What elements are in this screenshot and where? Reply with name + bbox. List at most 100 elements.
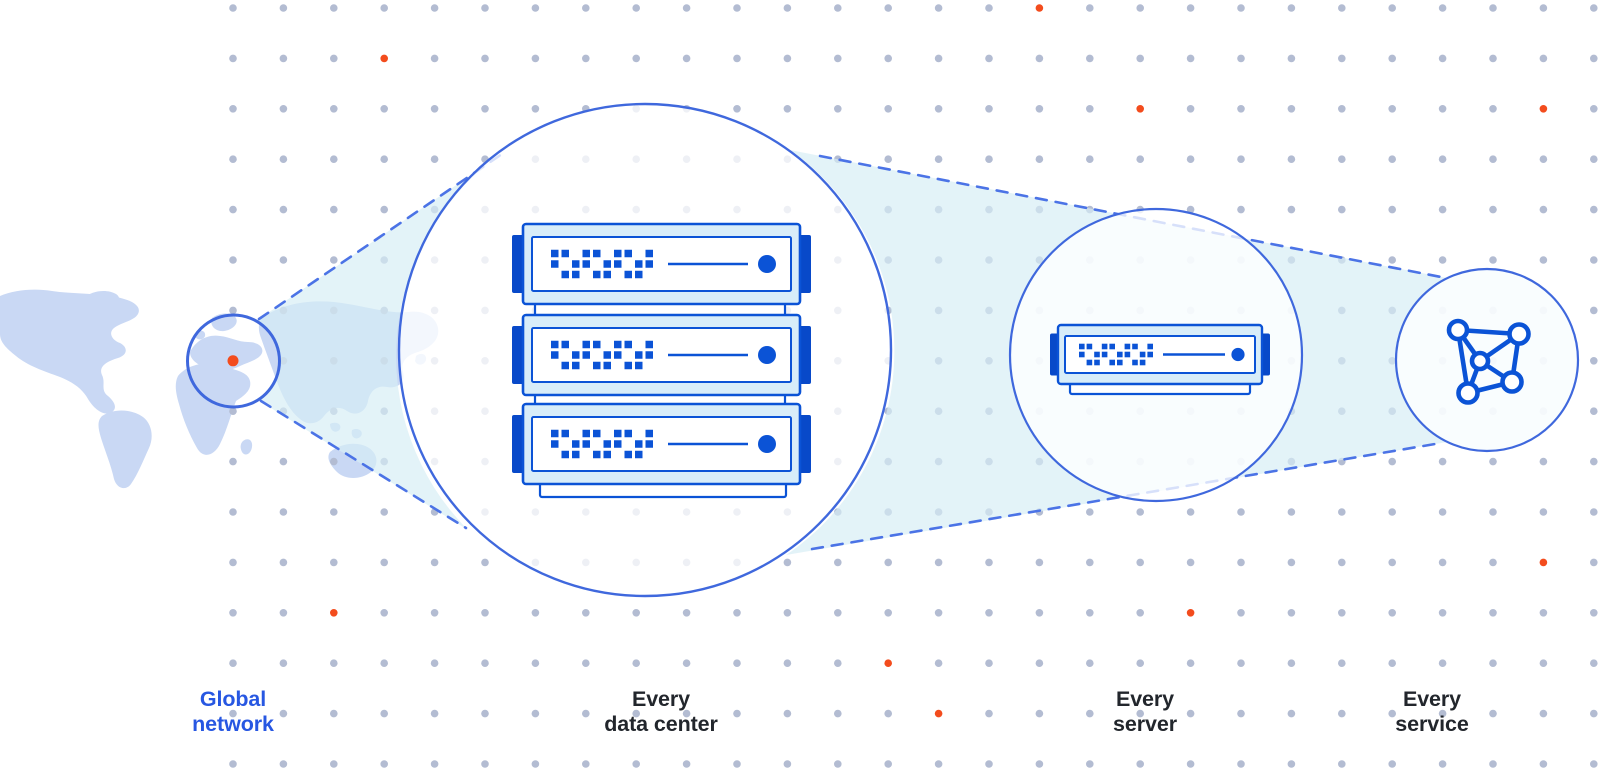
dither-pixel bbox=[635, 361, 643, 370]
grid-dot bbox=[380, 508, 389, 516]
dither-pixel bbox=[1086, 359, 1093, 366]
grid-dot bbox=[884, 105, 892, 113]
grid-dot bbox=[430, 155, 439, 163]
grid-dot bbox=[1237, 659, 1245, 667]
grid-dot bbox=[1438, 155, 1447, 163]
grid-dot bbox=[582, 760, 590, 768]
grid-dot bbox=[481, 558, 489, 567]
grid-dot bbox=[1438, 508, 1447, 516]
dither-pixel bbox=[582, 260, 590, 268]
dither-pixel bbox=[1094, 351, 1100, 358]
dither-pixel bbox=[614, 249, 622, 258]
network-node bbox=[1500, 370, 1524, 394]
grid-dot bbox=[1489, 4, 1497, 12]
grid-dot bbox=[1438, 205, 1447, 214]
grid-dot bbox=[1438, 105, 1447, 113]
grid-dot bbox=[985, 54, 993, 63]
grid-dot bbox=[884, 558, 892, 567]
grid-dot bbox=[279, 709, 288, 718]
grid-dot bbox=[733, 760, 741, 768]
grid-dot bbox=[229, 709, 237, 718]
grid-dot bbox=[1489, 508, 1497, 516]
dither-pixel bbox=[1147, 343, 1153, 350]
grid-dot bbox=[682, 709, 691, 718]
dashed-beam-top-left bbox=[257, 150, 507, 321]
server-power-dot bbox=[1231, 347, 1245, 362]
grid-dot bbox=[1136, 558, 1144, 567]
grid-dot bbox=[783, 659, 792, 667]
grid-dot bbox=[531, 709, 540, 718]
dither-pixel bbox=[603, 450, 611, 459]
grid-dot bbox=[1438, 709, 1447, 718]
grid-dot bbox=[1338, 54, 1346, 63]
dither-pixel bbox=[1117, 351, 1123, 358]
grid-dot bbox=[1237, 155, 1245, 163]
dither-pixel bbox=[551, 249, 559, 258]
dither-pixel bbox=[593, 270, 601, 279]
grid-dot bbox=[380, 558, 389, 567]
grid-dot bbox=[1136, 760, 1144, 768]
grid-dot bbox=[1086, 760, 1094, 768]
grid-dot bbox=[1438, 457, 1447, 466]
grid-dot bbox=[531, 4, 540, 12]
grid-dot bbox=[582, 609, 590, 617]
grid-dot bbox=[1590, 558, 1598, 567]
grid-dot bbox=[1438, 659, 1447, 667]
grid-dot bbox=[733, 709, 741, 718]
dither-pixel bbox=[1079, 351, 1085, 358]
grid-dot bbox=[783, 54, 792, 63]
grid-dot bbox=[1287, 508, 1296, 516]
dither-pixel bbox=[572, 450, 580, 459]
grid-dot bbox=[884, 155, 892, 163]
dither-pixel bbox=[551, 340, 559, 349]
grid-dot bbox=[481, 609, 489, 617]
grid-dot bbox=[1590, 306, 1598, 315]
grid-dot bbox=[1086, 155, 1094, 163]
grid-dot bbox=[582, 659, 590, 667]
grid-dot bbox=[733, 105, 741, 113]
dither-pixel bbox=[593, 450, 601, 459]
grid-dot bbox=[1237, 558, 1245, 567]
grid-dot bbox=[1590, 760, 1598, 768]
grid-dot bbox=[1338, 558, 1346, 567]
grid-dot bbox=[1438, 558, 1447, 567]
grid-dot bbox=[531, 609, 540, 617]
grid-dot bbox=[1287, 4, 1296, 12]
grid-dot bbox=[1338, 760, 1346, 768]
grid-dot bbox=[1539, 4, 1548, 12]
grid-dot bbox=[733, 609, 741, 617]
grid-dot bbox=[229, 54, 237, 63]
grid-dot bbox=[330, 508, 338, 516]
server-rack-stack-icon bbox=[512, 222, 811, 499]
grid-dot bbox=[279, 54, 288, 63]
grid-dot bbox=[1086, 659, 1094, 667]
grid-dot bbox=[1186, 709, 1195, 718]
grid-dot bbox=[632, 609, 640, 617]
grid-dot bbox=[1086, 609, 1094, 617]
grid-dot bbox=[1590, 256, 1598, 264]
dither-pixel bbox=[635, 260, 643, 268]
grid-dot bbox=[229, 760, 237, 768]
grid-dot bbox=[1186, 4, 1195, 12]
map-highlight-circle bbox=[186, 313, 281, 409]
grid-dot bbox=[1388, 558, 1396, 567]
dither-pixel bbox=[1147, 351, 1153, 358]
grid-dot bbox=[229, 155, 237, 163]
server-faceplate bbox=[531, 236, 792, 292]
dither-pixel bbox=[1101, 343, 1108, 350]
dither-pixel bbox=[1132, 359, 1138, 366]
grid-dot bbox=[834, 709, 842, 718]
grid-dot bbox=[1136, 609, 1144, 617]
grid-dot bbox=[783, 709, 792, 718]
server-faceplate bbox=[1064, 335, 1256, 374]
grid-dot bbox=[1287, 760, 1296, 768]
network-node bbox=[1456, 381, 1480, 405]
grid-dot bbox=[934, 760, 943, 768]
grid-dot bbox=[834, 609, 842, 617]
grid-dot bbox=[481, 709, 489, 718]
grid-dot bbox=[1388, 4, 1396, 12]
grid-dot bbox=[1237, 709, 1245, 718]
grid-dot bbox=[229, 407, 237, 416]
dither-pixel bbox=[603, 260, 611, 268]
